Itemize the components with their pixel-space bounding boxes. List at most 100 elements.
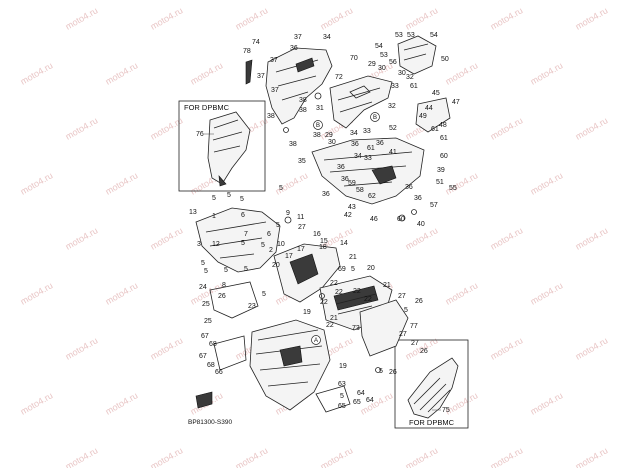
part-callout: 63 xyxy=(338,381,346,388)
watermark-text: moto4.ru xyxy=(104,390,140,416)
part-callout: 38 xyxy=(299,97,307,104)
grille-slats xyxy=(333,285,379,311)
side-cowl-ribs xyxy=(205,221,267,259)
watermark-text: moto4.ru xyxy=(64,5,100,31)
watermark-text: moto4.ru xyxy=(64,225,100,251)
frame-cutout xyxy=(279,345,303,367)
part-callout: 61 xyxy=(431,126,439,133)
ref-mark-b-label: B xyxy=(316,123,320,129)
part-callout: 39 xyxy=(437,167,445,174)
part-callout: 52 xyxy=(389,125,397,132)
part-callout: 5 xyxy=(240,196,244,203)
ref-mark-b-label: B xyxy=(373,115,377,121)
main-frame xyxy=(249,319,331,411)
part-callout: 78 xyxy=(243,48,251,55)
part-callout: 20 xyxy=(272,262,280,269)
part-callout: 33 xyxy=(363,128,371,135)
part-callout: 46 xyxy=(370,216,378,223)
watermark-text: moto4.ru xyxy=(529,170,565,196)
part-callout: 59 xyxy=(348,180,356,187)
part-callout: 5 xyxy=(201,260,205,267)
part-callout: 36 xyxy=(337,164,345,171)
watermark-text: moto4.ru xyxy=(574,225,610,251)
part-callout: 17 xyxy=(297,246,305,253)
part-callout: 67 xyxy=(201,333,209,340)
watermark-text: moto4.ru xyxy=(489,5,525,31)
watermark-text: moto4.ru xyxy=(19,60,55,86)
grommet xyxy=(314,92,322,100)
part-callout: 48 xyxy=(439,122,447,129)
part-callout: 9 xyxy=(286,210,290,217)
meter-bracket xyxy=(397,35,437,75)
part-callout: 5 xyxy=(379,368,383,375)
inset-panel-tip xyxy=(218,175,227,187)
part-callout: 53 xyxy=(407,32,415,39)
watermark-text: moto4.ru xyxy=(404,445,440,468)
part-callout: 36 xyxy=(405,184,413,191)
watermark-text: moto4.ru xyxy=(404,225,440,251)
part-callout: 5 xyxy=(351,266,355,273)
inset-top-left: FOR DPBMC 76 xyxy=(178,100,266,192)
part-callout: 25 xyxy=(204,318,212,325)
part-callout: 5 xyxy=(340,393,344,400)
watermark-text: moto4.ru xyxy=(529,390,565,416)
front-cowl-left xyxy=(265,47,333,125)
part-callout: 44 xyxy=(425,105,433,112)
headlight-socket xyxy=(371,165,397,185)
part-callout: 36 xyxy=(376,140,384,147)
watermark-text: moto4.ru xyxy=(19,280,55,306)
grille-lines xyxy=(335,293,377,315)
part-callout: 74 xyxy=(252,39,260,46)
part-callout: 17 xyxy=(285,253,293,260)
part-callout: 36 xyxy=(351,141,359,148)
center-panel-opening xyxy=(289,253,319,285)
inset-frame xyxy=(178,100,266,192)
part-callout: 5 xyxy=(224,267,228,274)
inner-cowl-ribs xyxy=(337,87,381,113)
part-callout: 36 xyxy=(322,191,330,198)
part-callout: 23 xyxy=(248,303,256,310)
part-callout: 6 xyxy=(267,231,271,238)
part-callout: 27 xyxy=(398,293,406,300)
part-callout: 77 xyxy=(410,323,418,330)
part-callout: 29 xyxy=(368,61,376,68)
part-callout: 49 xyxy=(419,113,427,120)
part-callout: 27 xyxy=(298,224,306,231)
grommet xyxy=(284,216,292,224)
part-callout: 45 xyxy=(432,90,440,97)
watermark-text: moto4.ru xyxy=(274,170,310,196)
watermark-text: moto4.ru xyxy=(149,5,185,31)
watermark-text: moto4.ru xyxy=(529,280,565,306)
part-callout: 22 xyxy=(364,296,372,303)
screw xyxy=(319,293,325,299)
part-callout: 33 xyxy=(364,155,372,162)
part-callout: 15 xyxy=(320,238,328,245)
part-callout: 60 xyxy=(397,216,405,223)
ref-mark-a xyxy=(311,335,321,345)
watermark-text: moto4.ru xyxy=(149,335,185,361)
part-callout: 38 xyxy=(299,107,307,114)
side-cowl-left xyxy=(195,207,281,273)
watermark-text: moto4.ru xyxy=(574,445,610,468)
part-callout: 38 xyxy=(267,113,275,120)
watermark-text: moto4.ru xyxy=(149,225,185,251)
inset-frame xyxy=(394,339,469,429)
ref-mark-b xyxy=(313,120,323,130)
part-callout: 25 xyxy=(202,301,210,308)
screw xyxy=(375,367,381,373)
part-callout: 54 xyxy=(430,32,438,39)
part-callout: 35 xyxy=(298,158,306,165)
part-callout: 10 xyxy=(277,241,285,248)
washer xyxy=(411,209,417,215)
watermark-text: moto4.ru xyxy=(234,5,270,31)
inset-panel-ribs xyxy=(413,377,451,413)
part-callout: 22 xyxy=(320,299,328,306)
lower-stay xyxy=(315,385,351,413)
part-callout: 14 xyxy=(340,240,348,247)
part-callout: 11 xyxy=(297,214,304,221)
part-callout: 47 xyxy=(452,99,460,106)
part-callout: 30 xyxy=(378,65,386,72)
watermark-text: moto4.ru xyxy=(104,170,140,196)
part-callout: 5 xyxy=(261,242,265,249)
